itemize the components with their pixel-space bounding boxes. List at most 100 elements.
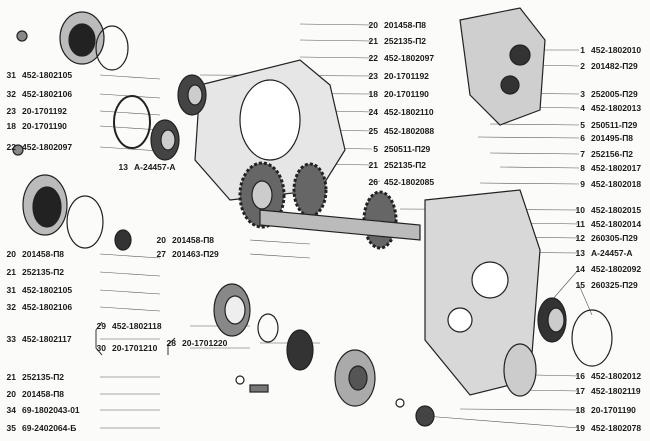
- part-number: 452-1802013: [591, 103, 642, 113]
- part-number: 452-1802092: [591, 264, 642, 274]
- part-number: 452-1802014: [591, 219, 642, 229]
- callout-number: 4: [580, 103, 585, 113]
- callout-label: 16 452-1802012: [569, 371, 642, 381]
- callout-number: 27: [156, 249, 166, 259]
- callout-number: 6: [580, 133, 585, 143]
- callout-label: 20 201458-П8: [150, 235, 215, 245]
- part-number: 260305-П29: [591, 233, 638, 243]
- bolt: [249, 384, 269, 393]
- part-number: 201482-П29: [591, 61, 638, 71]
- leader-line: [489, 152, 580, 155]
- callout-number: 28: [166, 338, 176, 348]
- part-number: 252156-П2: [591, 149, 634, 159]
- leader-line: [99, 253, 161, 259]
- snap-ring: [113, 95, 151, 149]
- leader-line: [99, 125, 161, 131]
- callout-number: 21: [368, 160, 378, 170]
- callout-number: 20: [6, 249, 16, 259]
- callout-number: 32: [6, 302, 16, 312]
- leader-line: [489, 123, 580, 126]
- part-number: 452-1802119: [591, 386, 641, 396]
- leader-line: [99, 110, 161, 116]
- callout-number: 17: [575, 386, 585, 396]
- callout-number: 20: [156, 235, 166, 245]
- part-number: 452-1802012: [591, 371, 642, 381]
- leader-line: [371, 180, 381, 183]
- part-number: 452-1802097: [22, 142, 73, 152]
- callout-number: 16: [575, 371, 585, 381]
- part-number: 201458-П8: [172, 235, 215, 245]
- callout-label: 12 260305-П29: [569, 233, 638, 243]
- callout-number: 18: [6, 121, 16, 131]
- callout-number: 33: [6, 334, 16, 344]
- leader-line: [459, 408, 580, 411]
- callout-number: 30: [96, 343, 106, 353]
- leader-line: [534, 374, 580, 377]
- callout-number: 26: [368, 177, 378, 187]
- bolt: [12, 144, 24, 156]
- callout-label: 21 252135-П2: [362, 160, 427, 170]
- callout-number: 23: [6, 106, 16, 116]
- part-number: 252135-П2: [384, 160, 427, 170]
- speedometer-cover: [213, 283, 251, 337]
- part-number: 20-1701192: [384, 71, 429, 81]
- flange-nut: [415, 405, 435, 427]
- part-number: 20-1701210: [112, 343, 158, 353]
- part-number: 69-1802043-01: [22, 405, 80, 415]
- callout-number: 11: [576, 219, 585, 229]
- leader-line: [479, 182, 580, 185]
- callout-number: 1: [580, 45, 585, 55]
- part-number: 452-1802105: [22, 70, 73, 80]
- callout-number: 31: [6, 285, 16, 295]
- bolt: [16, 30, 28, 42]
- callout-label: 26 452-1802085: [362, 177, 435, 187]
- callout-number: 34: [6, 405, 16, 415]
- part-number: 20-1701192: [22, 106, 67, 116]
- callout-number: 3: [580, 89, 585, 99]
- callout-number: 15: [575, 280, 585, 290]
- leader-line: [99, 146, 161, 152]
- callout-number: 20: [6, 389, 16, 399]
- rear-cover: [503, 343, 537, 397]
- callout-label: 32 452-1802106: [0, 302, 73, 312]
- shaft: [259, 209, 421, 241]
- callout-number: 19: [575, 423, 585, 433]
- part-number: 20-1701220: [182, 338, 228, 348]
- bearing: [537, 297, 567, 343]
- part-number: 452-1802085: [384, 177, 435, 187]
- callout-label: 2 201482-П29: [569, 61, 638, 71]
- o-ring: [571, 309, 613, 367]
- callout-number: 5: [373, 144, 378, 154]
- callout-number: 2: [580, 61, 585, 71]
- washer: [395, 398, 405, 408]
- callout-label: 17 452-1802119: [569, 386, 641, 396]
- part-number: 201458-П8: [22, 249, 65, 259]
- part-number: 452-1802106: [22, 302, 73, 312]
- callout-number: 21: [6, 372, 16, 382]
- group-bracket: [167, 337, 176, 355]
- callout-number: 25: [368, 126, 378, 136]
- leader-line: [99, 271, 161, 277]
- group-bracket: [95, 321, 103, 356]
- callout-number: 12: [575, 233, 585, 243]
- leader-line: [329, 110, 373, 113]
- part-number: 201458-П8: [22, 389, 65, 399]
- oil-seal: [286, 329, 314, 371]
- callout-number: 8: [580, 163, 585, 173]
